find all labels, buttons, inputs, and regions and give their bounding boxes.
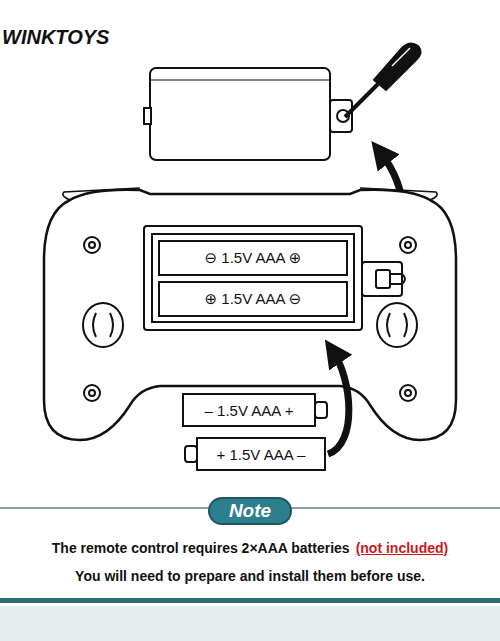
screwdriver: [345, 43, 421, 117]
brand-name: WINKTOYS: [2, 26, 109, 49]
battery-slot: ⊕ 1.5V AAA ⊖: [158, 281, 348, 317]
battery-cover: [144, 68, 352, 160]
battery-slot-text: ⊖ 1.5V AAA ⊕: [205, 249, 302, 267]
battery-slot: ⊖ 1.5V AAA ⊕: [158, 240, 348, 276]
aaa-battery-text: + 1.5V AAA –: [217, 446, 306, 463]
note-badge-text: Note: [229, 500, 271, 522]
aaa-battery-text: – 1.5V AAA +: [205, 402, 294, 419]
bottom-band: [0, 606, 500, 641]
note-text: You will need to prepare and install the…: [75, 568, 425, 584]
controller-body: [44, 190, 456, 440]
aaa-battery: – 1.5V AAA +: [182, 393, 316, 427]
insert-arrow: [328, 351, 349, 454]
note-line: The remote control requires 2×AAA batter…: [0, 540, 500, 556]
battery-slot-text: ⊕ 1.5V AAA ⊖: [205, 290, 302, 308]
not-included-text: (not included): [356, 540, 449, 556]
aaa-battery: + 1.5V AAA –: [196, 437, 326, 471]
bottom-bar: [0, 598, 500, 603]
note-badge: Note: [208, 497, 292, 525]
battery-compartment: [144, 226, 405, 330]
note-text: The remote control requires 2×AAA batter…: [52, 540, 350, 556]
battery-terminal: [315, 402, 327, 418]
